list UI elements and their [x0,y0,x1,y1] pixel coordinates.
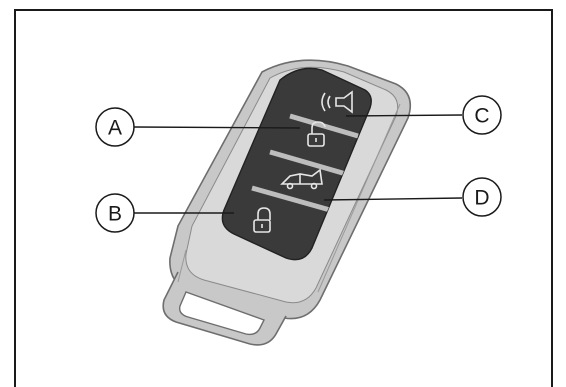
callout-a: A [95,107,135,147]
trunk-release-button[interactable] [280,168,323,190]
leader-line-c [345,114,463,117]
lock-button[interactable] [253,207,271,233]
callout-d-label: D [474,187,489,210]
callout-c: C [462,95,502,135]
callout-b-label: B [108,203,122,226]
callout-d: D [462,177,502,217]
button-separator [269,149,347,177]
callout-a-label: A [108,117,122,140]
key-ring-slot [178,291,265,336]
leader-line-a [133,126,301,129]
locked-padlock-icon [253,207,271,233]
horn-icon [321,90,353,114]
fob-side-groove [177,249,187,283]
car-trunk-icon [280,168,323,190]
unlock-button[interactable] [307,121,326,147]
unlocked-padlock-icon [307,121,326,147]
callout-c-label: C [474,105,489,128]
fob-side-groove [317,103,401,293]
leader-lines [133,114,463,214]
key-fob [162,59,412,346]
button-panel [221,67,372,261]
callout-b: B [95,193,135,233]
button-separator [251,185,331,213]
panic-alarm-button[interactable] [321,90,353,114]
leader-line-d [323,197,463,201]
